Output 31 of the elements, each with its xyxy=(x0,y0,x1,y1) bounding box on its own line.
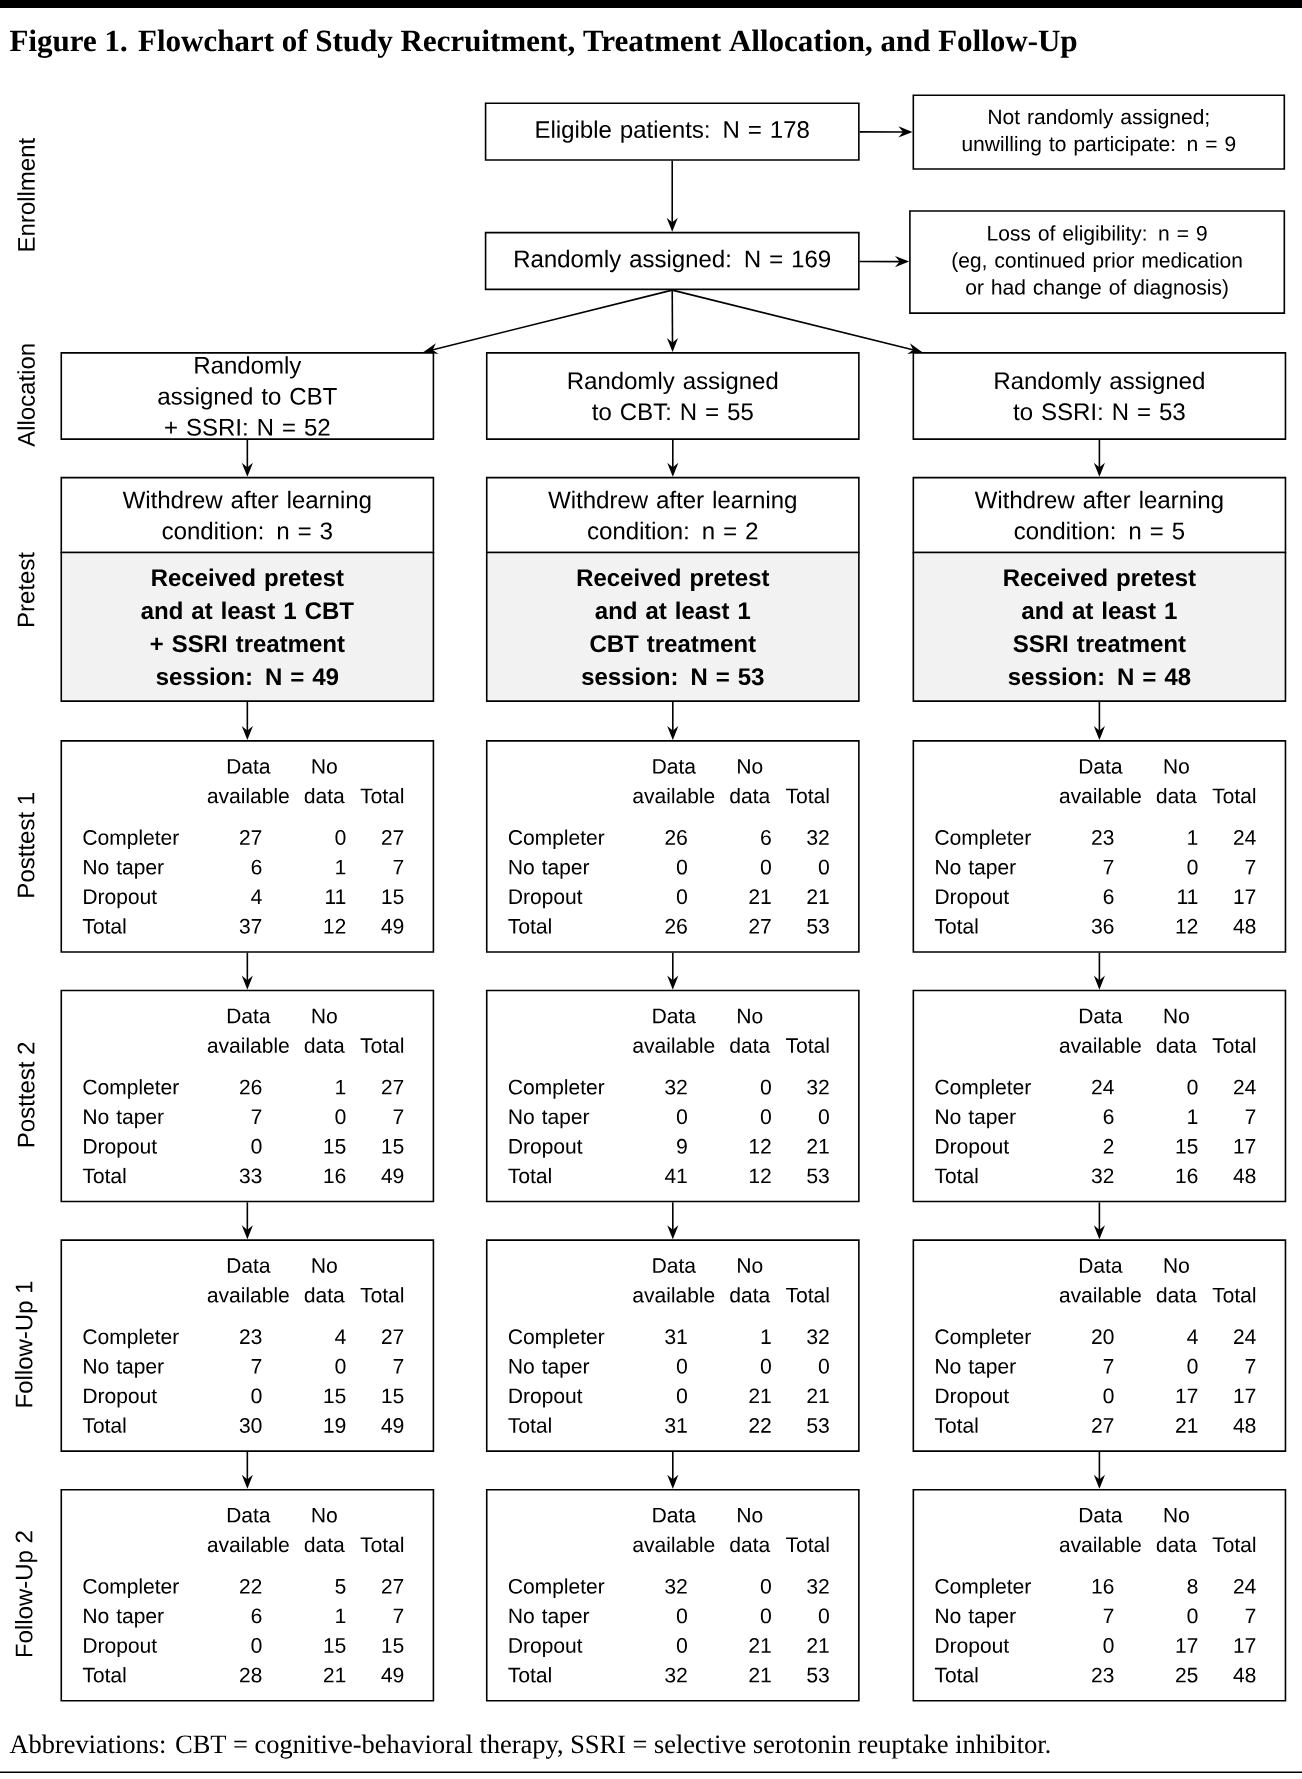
phase-label: Allocation xyxy=(17,344,35,447)
process-box: Randomly assigned: N = 169 xyxy=(484,231,860,291)
process-box: Eligible patients: N = 178 xyxy=(484,102,860,161)
result-box: Received pretest and at least 1 SSRI treatment session: N = 48 xyxy=(912,551,1287,702)
data-table-box: Data available No data Total Completer 26 6 32 No taper 0 0 0 Dropout 0 21 21 Total 26 27 53 xyxy=(485,740,860,953)
data-table-box: Data available No data Total Completer 22 5 27 No taper 6 1 7 Dropout 0 15 15 Total 28 21 49 xyxy=(60,1488,434,1702)
process-box: Randomly assigned to CBT: N = 55 xyxy=(485,352,860,440)
phase-label: Posttest 2 xyxy=(17,1042,35,1147)
process-box: Randomly assigned to SSRI: N = 53 xyxy=(912,352,1287,440)
data-table-box: Data available No data Total Completer 27 0 27 No taper 6 1 7 Dropout 4 11 15 Total 37 12 49 xyxy=(60,740,434,953)
data-table-box: Data available No data Total Completer 16 8 24 No taper 7 0 7 Dropout 0 17 17 Total 23 25 48 xyxy=(912,1488,1287,1702)
note-box: Loss of eligibility: n = 9 (eg, continued prior medication or had change of diagnosis) xyxy=(908,210,1285,314)
phase-label: Pretest xyxy=(17,552,35,626)
figure-title: Figure 1. Flowchart of Study Recruitment, Treatment Allocation, and Follow-Up xyxy=(9,29,1077,58)
data-table-box: Data available No data Total Completer 23 4 27 No taper 7 0 7 Dropout 0 15 15 Total 30 19 49 xyxy=(60,1239,434,1452)
result-box: Received pretest and at least 1 CBT treatment session: N = 53 xyxy=(485,551,860,702)
data-table-box: Data available No data Total Completer 32 0 32 No taper 0 0 0 Dropout 0 21 21 Total 32 21 53 xyxy=(485,1488,860,1702)
note-box: Not randomly assigned; unwilling to participate: n = 9 xyxy=(912,94,1285,170)
caption-text: Abbreviations: CBT = cognitive-behavioral therapy, SSRI = selective serotonin reuptake inhibitor. xyxy=(9,1734,1050,1759)
phase-label: Enrollment xyxy=(17,138,35,251)
phase-label: Follow-Up 2 xyxy=(14,1531,38,1657)
result-box: Received pretest and at least 1 CBT + SSRI treatment session: N = 49 xyxy=(60,551,434,702)
data-table-box: Data available No data Total Completer 23 1 24 No taper 7 0 7 Dropout 6 11 17 Total 36 12 48 xyxy=(912,740,1287,953)
phase-label: Follow-Up 1 xyxy=(14,1281,38,1407)
data-table-box: Data available No data Total Completer 31 1 32 No taper 0 0 0 Dropout 0 21 21 Total 31 22 53 xyxy=(485,1239,860,1452)
data-table-box: Data available No data Total Completer 26 1 27 No taper 7 0 7 Dropout 0 15 15 Total 33 16 49 xyxy=(60,989,434,1203)
data-table-box: Data available No data Total Completer 32 0 32 No taper 0 0 0 Dropout 9 12 21 Total 41 12 53 xyxy=(485,989,860,1203)
data-table-box: Data available No data Total Completer 24 0 24 No taper 6 1 7 Dropout 2 15 17 Total 32 16 48 xyxy=(912,989,1287,1203)
data-table-box: Data available No data Total Completer 20 4 24 No taper 7 0 7 Dropout 0 17 17 Total 27 21 48 xyxy=(912,1239,1287,1452)
phase-label: Posttest 1 xyxy=(17,793,35,897)
process-box: Randomly assigned to CBT + SSRI: N = 52 xyxy=(60,352,434,440)
